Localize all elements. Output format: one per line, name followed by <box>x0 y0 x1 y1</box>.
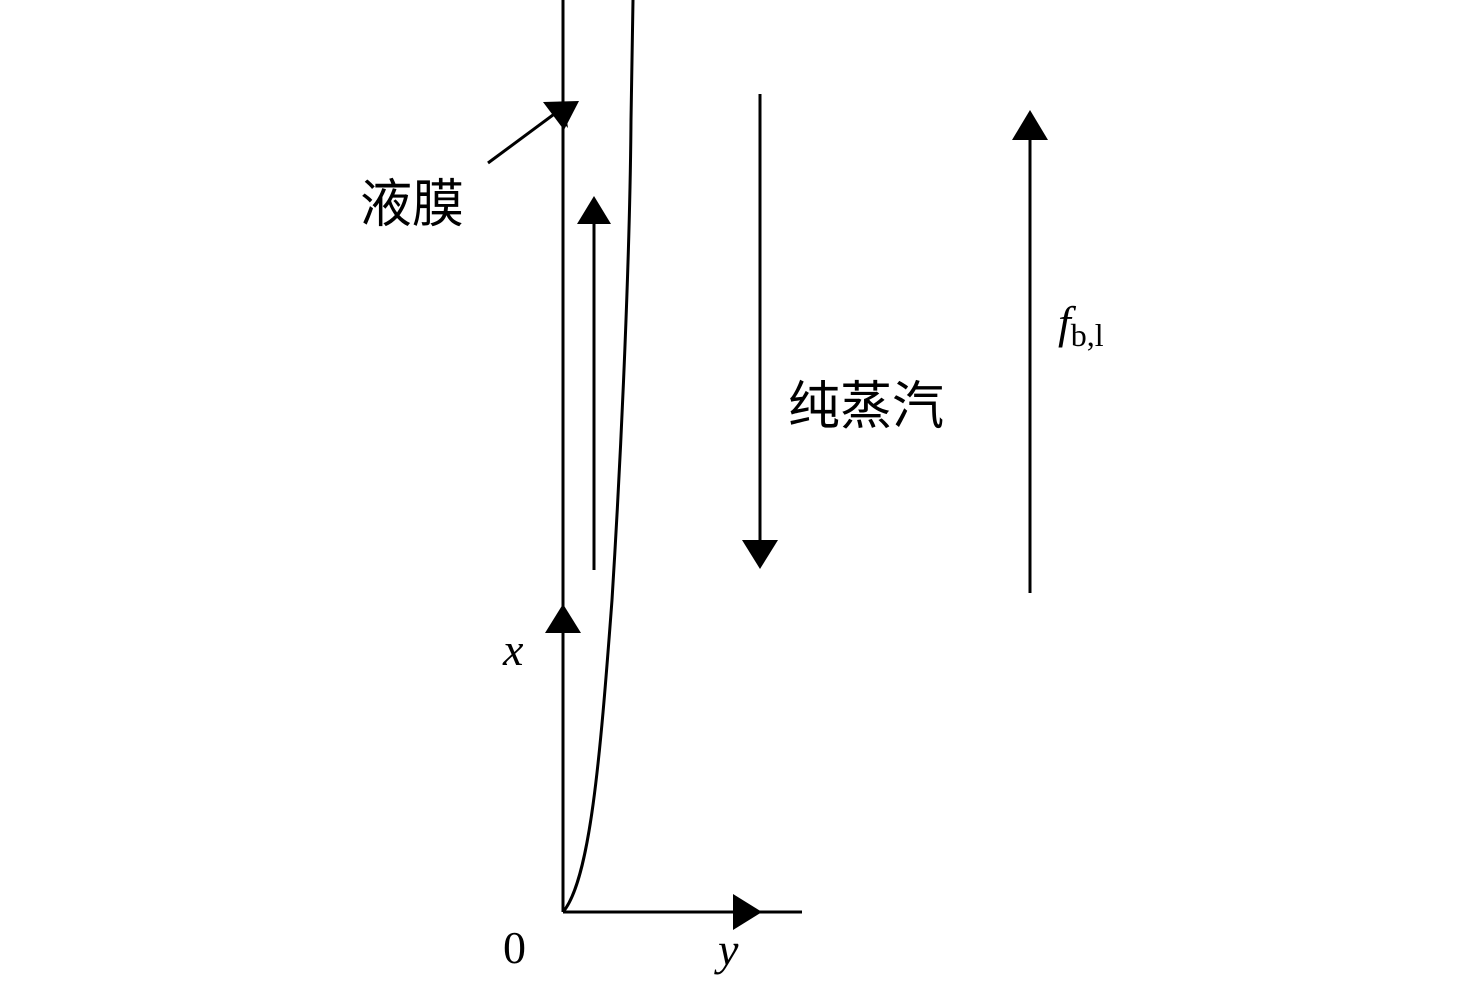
pure-vapor-label: 纯蒸汽 <box>788 377 944 437</box>
film-flow-arrowhead <box>577 196 611 224</box>
y-axis-arrowhead <box>733 894 762 930</box>
film-pointer-arrowhead-fill <box>543 101 579 130</box>
body-force-label: fb,l <box>1058 297 1104 353</box>
film-pointer-line <box>487 110 558 165</box>
x-axis-label: x <box>502 624 524 675</box>
body-force-arrowhead <box>1012 110 1048 140</box>
x-axis-arrowhead <box>545 604 581 633</box>
body-force-subscript: b,l <box>1071 317 1104 353</box>
vapor-flow-arrowhead <box>742 540 778 569</box>
liquid-film-label: 液膜 <box>360 175 464 235</box>
film-thickness-curve <box>561 0 635 913</box>
origin-label: 0 <box>503 922 526 973</box>
y-axis-label: y <box>714 924 739 975</box>
